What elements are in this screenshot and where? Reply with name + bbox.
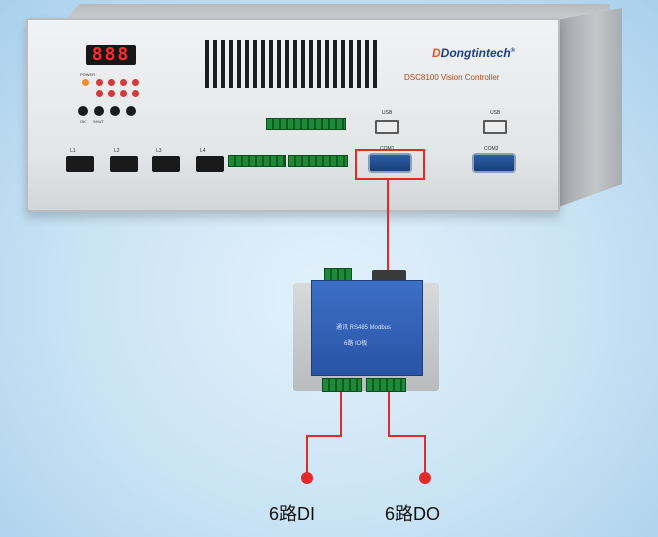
com1-highlight-box — [355, 149, 425, 180]
usb-label-1: USB — [382, 110, 393, 116]
usb-port-2 — [483, 120, 507, 134]
panel-button — [110, 106, 120, 116]
terminal-block-lower-right — [288, 155, 348, 167]
power-led — [82, 79, 89, 86]
light-port-l3 — [152, 156, 180, 172]
di-wire-horizontal — [306, 435, 342, 437]
usb-port-1 — [375, 120, 399, 134]
module-text-line-1: 通讯 RS485 Modbus — [336, 325, 392, 331]
light-port-label-l2: L2 — [114, 148, 120, 154]
status-led — [132, 90, 139, 97]
panel-button — [78, 106, 88, 116]
di-caption: 6路DI — [269, 504, 316, 524]
ok-label: OK — [80, 119, 86, 124]
module-db9-connector — [372, 270, 406, 282]
shut-label: SHUT — [93, 119, 104, 124]
model-title: DSC8100 Vision Controller — [404, 73, 500, 82]
status-led — [96, 90, 103, 97]
status-led — [120, 79, 127, 86]
module-text-line-2: 6路 IO板 — [344, 341, 368, 347]
brand-name: Dongtintech — [440, 46, 511, 60]
light-port-l1 — [66, 156, 94, 172]
light-port-label-l3: L3 — [156, 148, 162, 154]
status-led — [108, 90, 115, 97]
com1-port — [368, 153, 412, 173]
status-led — [120, 90, 127, 97]
com2-port — [472, 153, 516, 173]
module-terminal-di — [322, 378, 362, 392]
controller-side-face — [556, 8, 622, 208]
io-module-body — [311, 280, 423, 376]
do-caption: 6路DO — [385, 504, 441, 524]
status-led — [108, 79, 115, 86]
brand-registered-mark: ® — [510, 48, 516, 54]
do-wire-drop — [424, 435, 426, 475]
terminal-block-lower-left — [228, 155, 286, 167]
status-led — [132, 79, 139, 86]
do-endpoint-dot — [419, 472, 431, 484]
panel-button — [94, 106, 104, 116]
com1-to-module-wire — [387, 180, 389, 274]
di-wire-drop — [306, 435, 308, 475]
usb-label-2: USB — [490, 110, 501, 116]
brand-logo: DDongtintech® — [432, 46, 516, 60]
light-port-l2 — [110, 156, 138, 172]
seven-segment-display: 888 — [86, 45, 136, 65]
di-wire-vertical — [340, 392, 342, 437]
ventilation-grille — [205, 40, 380, 88]
panel-button — [126, 106, 136, 116]
module-terminal-do — [366, 378, 406, 392]
do-wire-vertical — [388, 392, 390, 437]
status-led — [96, 79, 103, 86]
do-wire-horizontal — [388, 435, 426, 437]
light-port-l4 — [196, 156, 224, 172]
power-label: POWER — [80, 72, 96, 77]
light-port-label-l1: L1 — [70, 148, 76, 154]
light-port-label-l4: L4 — [200, 148, 206, 154]
com2-label: COM2 — [484, 146, 499, 152]
di-endpoint-dot — [301, 472, 313, 484]
terminal-block-upper — [266, 118, 346, 130]
